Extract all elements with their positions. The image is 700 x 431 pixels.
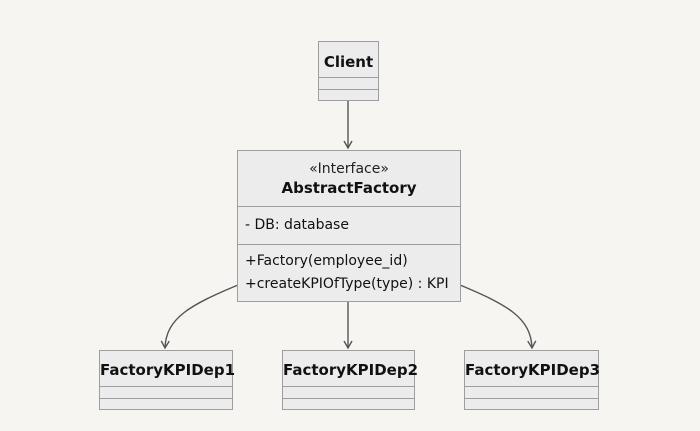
class-abstractfactory-methods: +Factory(employee_id) +createKPIOfType(t…: [238, 244, 460, 301]
class-client-name: Client: [323, 53, 374, 71]
class-factorykpidep3-attributes: [465, 386, 598, 398]
class-factorykpidep2-header: FactoryKPIDep2: [283, 351, 419, 386]
edge-abstractfactory-to-dep1: [160, 284, 239, 350]
class-abstractfactory-name: AbstractFactory: [281, 179, 417, 197]
class-client-header: Client: [319, 42, 378, 77]
class-abstractfactory-stereotype: «Interface»: [309, 161, 389, 177]
class-factorykpidep3-methods: [465, 398, 598, 409]
class-abstractfactory[interactable]: «Interface» AbstractFactory - DB: databa…: [237, 150, 461, 302]
class-factorykpidep1-header: FactoryKPIDep1: [100, 351, 236, 386]
method-row: +Factory(employee_id): [245, 253, 408, 269]
class-abstractfactory-header: «Interface» AbstractFactory: [238, 151, 460, 206]
edge-abstractfactory-to-dep3: [459, 284, 537, 350]
class-client-attributes: [319, 77, 378, 89]
class-client[interactable]: Client: [318, 41, 379, 101]
class-factorykpidep2-methods: [283, 398, 414, 409]
class-factorykpidep2[interactable]: FactoryKPIDep2: [282, 350, 419, 410]
class-factorykpidep3-name: FactoryKPIDep3: [465, 361, 601, 379]
class-factorykpidep1-name: FactoryKPIDep1: [100, 361, 236, 379]
class-factorykpidep3[interactable]: FactoryKPIDep3: [464, 350, 601, 410]
attribute-row: - DB: database: [245, 217, 349, 233]
class-factorykpidep2-name: FactoryKPIDep2: [283, 361, 419, 379]
class-abstractfactory-attributes: - DB: database: [238, 206, 460, 244]
class-factorykpidep2-attributes: [283, 386, 414, 398]
class-factorykpidep1-methods: [100, 398, 232, 409]
class-factorykpidep3-header: FactoryKPIDep3: [465, 351, 601, 386]
class-factorykpidep1-attributes: [100, 386, 232, 398]
class-factorykpidep1[interactable]: FactoryKPIDep1: [99, 350, 236, 410]
method-row: +createKPIOfType(type) : KPI: [245, 276, 449, 292]
class-client-methods: [319, 89, 378, 100]
